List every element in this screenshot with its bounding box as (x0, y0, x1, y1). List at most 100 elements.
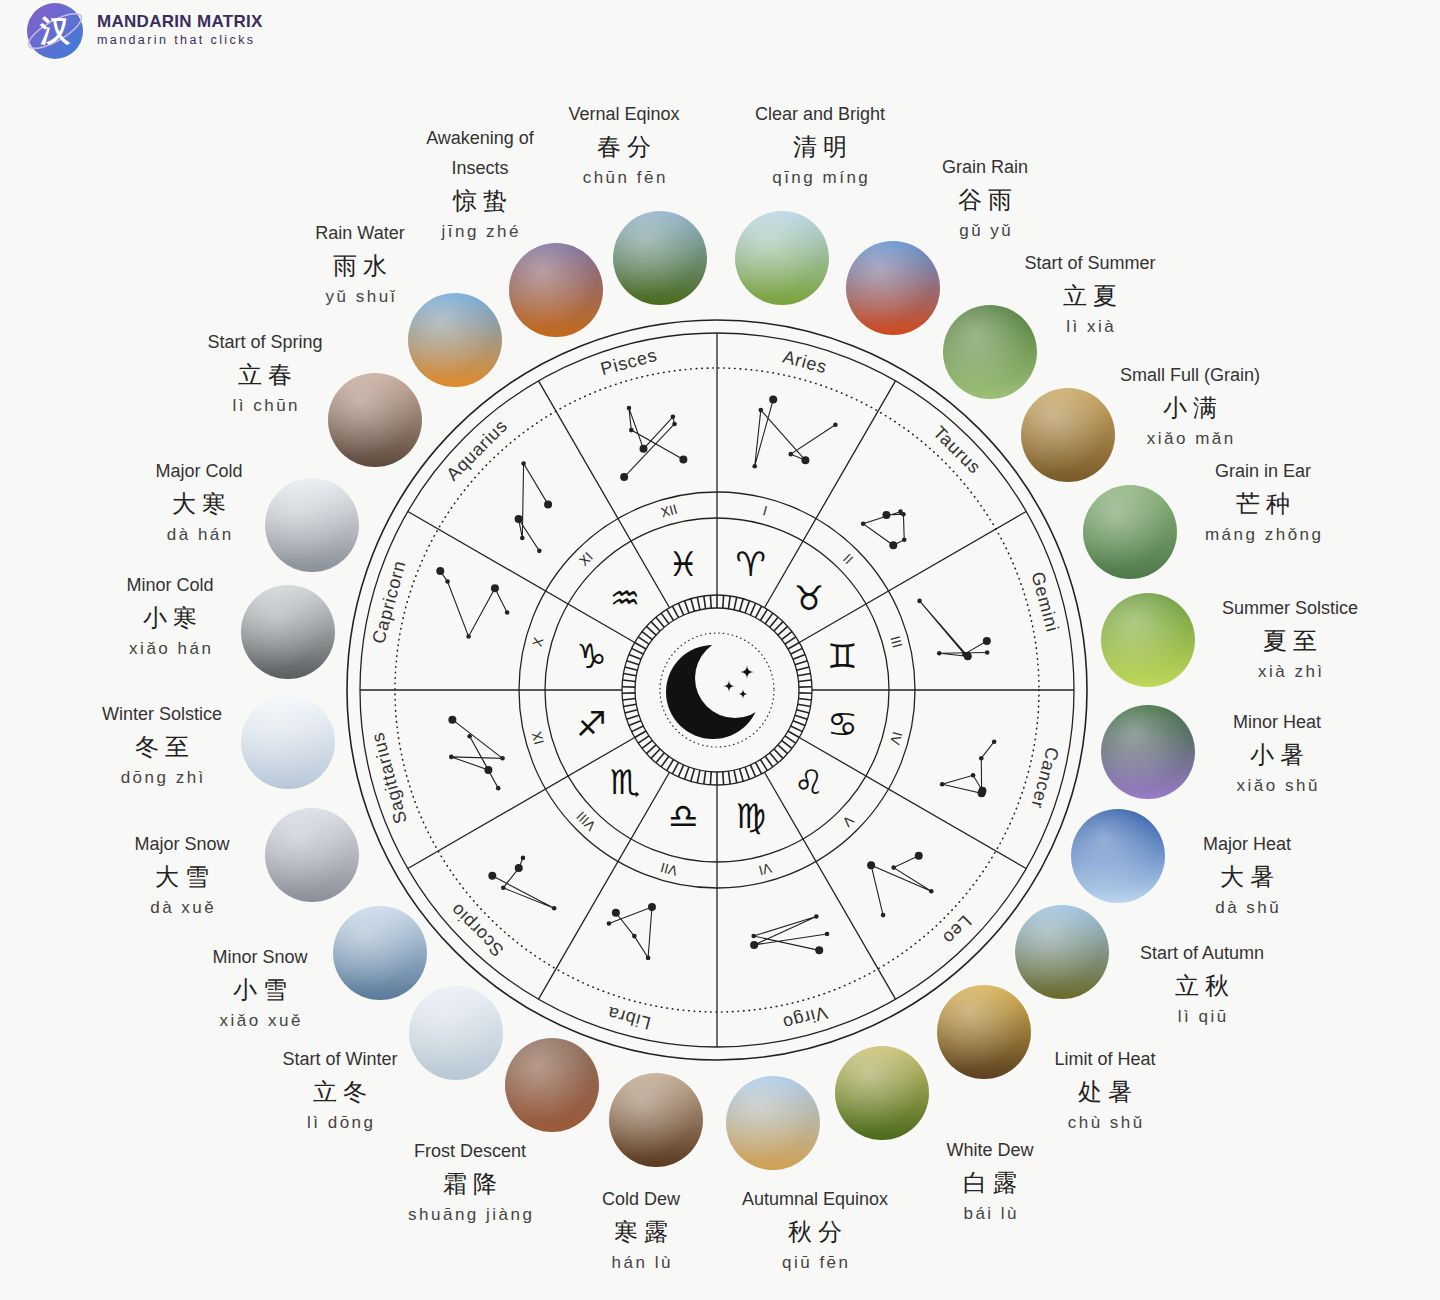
term-pinyin: xiǎo shǔ (1233, 773, 1321, 799)
zodiac-symbol: ♎ (668, 799, 698, 833)
hatch-tick (745, 601, 749, 613)
hatch-tick (623, 680, 636, 681)
photo-highlight (846, 241, 940, 335)
term-pinyin: lì chūn (207, 393, 322, 419)
sector-divider (360, 689, 622, 690)
hatch-tick (632, 726, 644, 732)
house-numeral: IV (888, 730, 904, 746)
term-name: Autumnal Equinox (742, 1184, 888, 1214)
house-numeral: I (761, 505, 768, 519)
constellation-line (492, 858, 554, 908)
house-numeral: X (531, 636, 546, 648)
photo-highlight (408, 293, 502, 387)
star-dot (902, 537, 907, 542)
solar-term: Start of Summer立夏lì xià (1024, 248, 1155, 340)
star-dot (632, 934, 637, 939)
sector-divider (716, 333, 717, 595)
photo-highlight (505, 1038, 599, 1132)
zodiac-wheel (347, 320, 1087, 1060)
zodiac-symbol: ♐ (576, 707, 606, 741)
star-dot (940, 782, 945, 787)
term-name: Summer Solstice (1222, 593, 1358, 623)
wheel-ring (622, 595, 812, 785)
season-photo (613, 211, 707, 305)
zodiac-name: Leo (940, 913, 976, 949)
star-dot (648, 903, 656, 911)
hatch-tick (760, 609, 767, 620)
hatch-tick (793, 721, 805, 726)
term-name: Start of Winter (282, 1044, 397, 1074)
term-pinyin: hán lù (602, 1250, 680, 1276)
star-dot (917, 599, 922, 604)
hatch-tick (646, 745, 656, 754)
term-hanzi: 大寒 (155, 486, 242, 522)
sector-divider (799, 738, 1026, 869)
star-dot (992, 739, 997, 744)
hatch-tick (799, 699, 812, 700)
term-hanzi: 谷雨 (942, 182, 1028, 218)
hatch-tick (750, 603, 755, 615)
photo-highlight (265, 478, 359, 572)
hatch-tick (646, 626, 656, 635)
hatch-tick (625, 710, 638, 713)
term-name: Frost Descent (406, 1136, 535, 1166)
hatch-tick (798, 674, 811, 676)
term-hanzi: 立冬 (282, 1074, 397, 1110)
star-dot (964, 652, 972, 660)
photo-highlight (1101, 705, 1195, 799)
star-dot (815, 946, 823, 954)
solar-term: Small Full (Grain)小满xiǎo mǎn (1120, 360, 1260, 452)
term-pinyin: bái lù (946, 1201, 1033, 1227)
hatch-tick (798, 704, 811, 706)
season-photo (1101, 705, 1195, 799)
zodiac-name: Scorpio (447, 900, 507, 960)
hatch-tick (765, 756, 773, 767)
solar-term: Start of Spring立春lì chūn (207, 327, 322, 419)
photo-highlight (937, 985, 1031, 1079)
term-pinyin: xiǎo hán (126, 636, 213, 662)
hatch-tick (745, 767, 749, 779)
zodiac-symbol: ♒ (610, 581, 640, 615)
photo-highlight (265, 808, 359, 902)
hatch-tick (661, 756, 669, 767)
star-dot (484, 766, 492, 774)
term-name: Minor Snow (212, 942, 307, 972)
star-dot (515, 864, 523, 872)
hatch-tick (799, 692, 812, 694)
solar-term: Major Snow大雪dà xuě (134, 829, 229, 921)
term-pinyin: gǔ yǔ (942, 218, 1028, 244)
star-dot (537, 549, 542, 554)
hatch-tick (765, 613, 773, 624)
hatch-tick (774, 749, 783, 758)
hatch-tick (635, 643, 646, 650)
season-photo (726, 1076, 820, 1170)
sector-divider (716, 785, 717, 1047)
hatch-tick (627, 661, 639, 665)
solar-term: Rain Water雨水yǔ shuǐ (315, 218, 404, 310)
hatch-tick (788, 731, 799, 738)
hatch-tick (678, 765, 683, 777)
term-pinyin: xiǎo xuě (212, 1008, 307, 1034)
hatch-tick (632, 648, 644, 654)
constellation-line (755, 400, 836, 467)
sector-divider (765, 381, 896, 608)
term-name: Minor Heat (1233, 707, 1321, 737)
hatch-tick (728, 596, 730, 609)
star-dot (500, 756, 505, 761)
star-dot (629, 428, 634, 433)
house-numeral: XI (577, 550, 595, 568)
solar-term: Cold Dew寒露hán lù (602, 1184, 680, 1276)
season-photo (1083, 485, 1177, 579)
hatch-tick (672, 762, 678, 773)
hatch-tick (740, 599, 744, 611)
hatch-tick (672, 606, 678, 617)
season-photo (943, 305, 1037, 399)
house-numeral: VIII (574, 809, 598, 833)
hatch-tick (770, 753, 778, 763)
zodiac-symbol: ♌ (794, 765, 824, 799)
term-name: Rain Water (315, 218, 404, 248)
star-dot (544, 500, 552, 508)
brand-tagline: mandarin that clicks (97, 34, 255, 47)
star-dot (978, 789, 986, 797)
